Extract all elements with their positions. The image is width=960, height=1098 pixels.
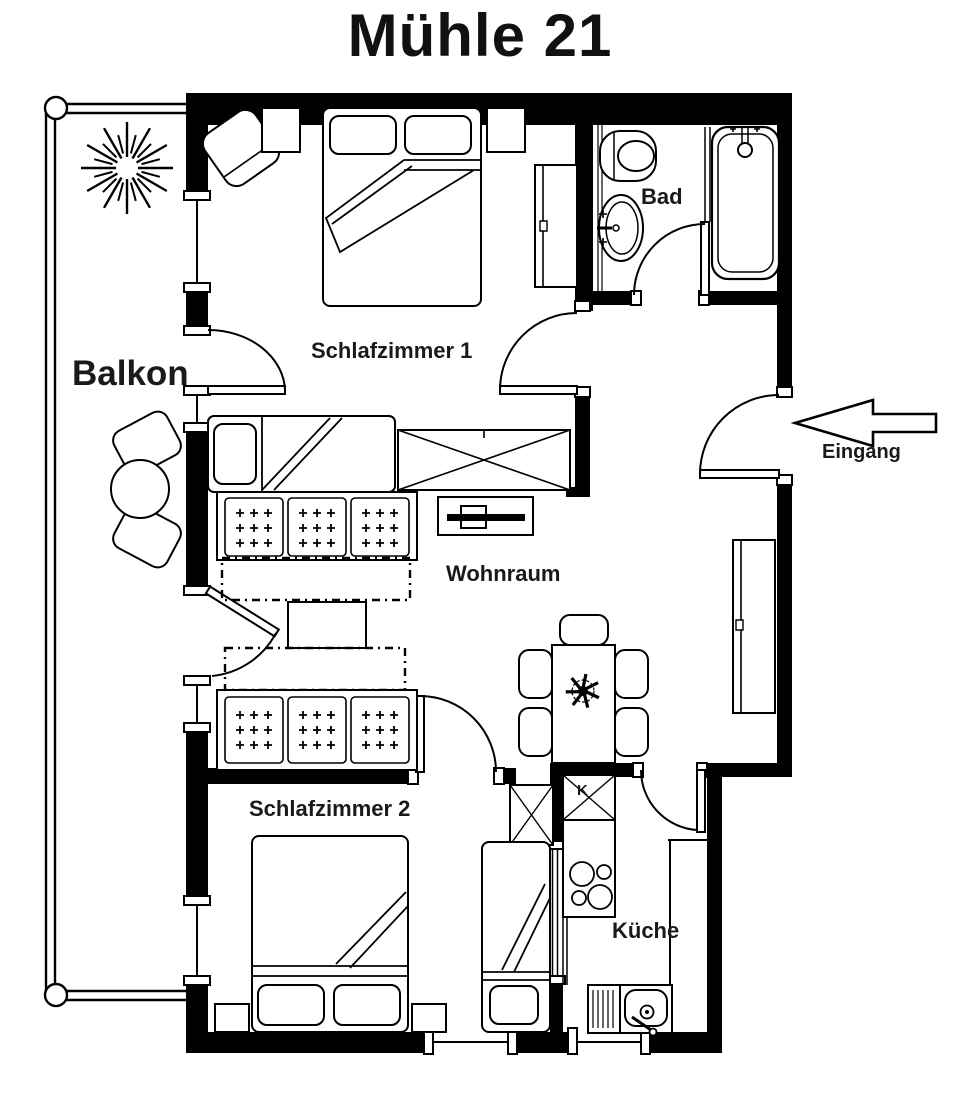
draining-board-icon [593, 990, 613, 1028]
nightstand-icon [412, 1004, 446, 1032]
balcony-railing [45, 97, 186, 1006]
crossed-wardrobe-icon [398, 430, 570, 490]
room-label-kueche: Küche [612, 918, 680, 943]
wohnraum-furniture [208, 416, 775, 770]
dining-chair-icon [560, 615, 608, 645]
dining-chair-icon [519, 650, 552, 698]
bath-sink-icon [597, 195, 643, 261]
door-kueche [641, 770, 705, 832]
balcony-table-and-chairs [109, 408, 185, 572]
double-bed-icon [252, 836, 408, 1032]
cabinet-k-label: K [577, 782, 588, 799]
door-wohnraum-balcony [206, 587, 279, 676]
dining-chair-icon [615, 650, 648, 698]
pillow-icon [490, 986, 538, 1024]
doors [206, 222, 779, 832]
door-bad [634, 222, 709, 295]
thin-partitions [553, 110, 711, 985]
door-schlafzimmer1-hall [500, 313, 577, 394]
toilet-icon [600, 131, 656, 181]
balcony-chair-icon [109, 408, 185, 479]
pillow-icon [405, 116, 471, 154]
bathtub-icon [712, 126, 779, 279]
kueche-fixtures [563, 775, 672, 1036]
room-label-schlafzimmer2: Schlafzimmer 2 [249, 796, 411, 821]
schlafzimmer2-furniture [215, 785, 553, 1032]
counter-edge [563, 917, 567, 985]
sofa-icon [217, 492, 417, 560]
bad-fixtures [597, 126, 779, 279]
entrance-label: Eingang [822, 441, 901, 463]
nightstand-icon [262, 108, 300, 152]
arrow-left-icon [795, 400, 936, 446]
nightstand-icon [215, 1004, 249, 1032]
pillow-icon [334, 985, 400, 1025]
door-entry [700, 395, 779, 478]
tall-cabinet-icon [733, 540, 775, 713]
table-plant-icon [566, 674, 600, 708]
pillow-icon [330, 116, 396, 154]
dining-chair-icon [615, 708, 648, 756]
daybed-icon [208, 416, 395, 492]
coffee-table-icon [288, 602, 366, 648]
stove-icon [563, 820, 615, 917]
dining-table-icon [552, 645, 615, 763]
room-label-wohnraum: Wohnraum [446, 561, 561, 586]
sofa-pullout-dashed [225, 648, 405, 690]
sofa-icon [217, 690, 417, 770]
pillow-icon [214, 424, 256, 484]
plan-title: Mühle 21 [347, 2, 613, 69]
door-schlafzimmer1-balcony [208, 330, 285, 394]
crossed-wardrobe-icon [510, 785, 553, 845]
windows [184, 191, 650, 1054]
sofa-pullout-dashed [222, 558, 410, 600]
double-bed-icon [323, 108, 481, 306]
room-label-schlafzimmer1: Schlafzimmer 1 [311, 338, 473, 363]
single-bed-icon [482, 842, 550, 1032]
wardrobe-icon [535, 165, 577, 287]
room-label-balkon: Balkon [72, 354, 189, 393]
fridge-k-icon [563, 775, 615, 820]
nightstand-icon [487, 108, 525, 152]
kitchen-sink-icon [588, 985, 672, 1036]
dining-set [519, 615, 648, 763]
schlafzimmer1-furniture [198, 105, 577, 306]
balcony-round-table-icon [111, 460, 169, 518]
door-caps [408, 291, 792, 784]
balcony-chair-icon [109, 501, 185, 572]
pillow-icon [258, 985, 324, 1025]
tv-stand-icon [438, 497, 533, 535]
room-label-bad: Bad [641, 184, 683, 209]
dining-chair-icon [519, 708, 552, 756]
